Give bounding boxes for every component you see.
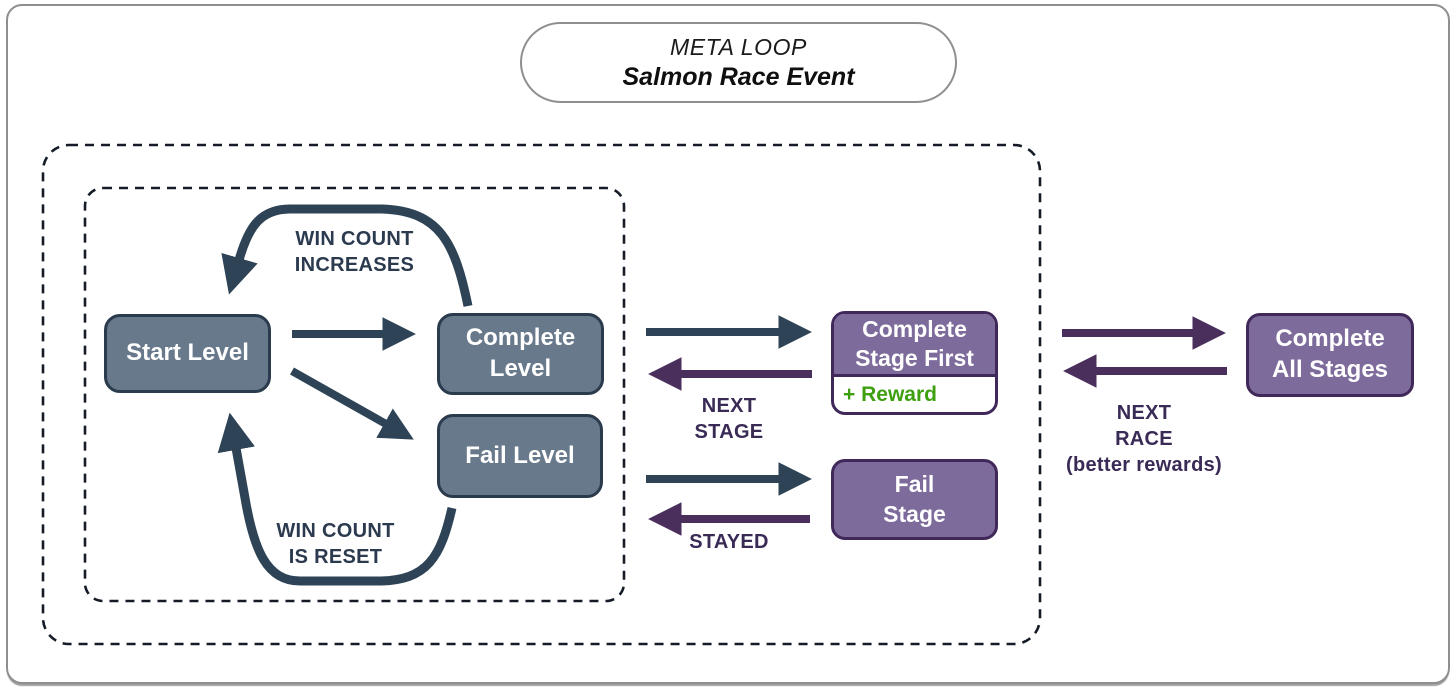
label-win-count-reset: WIN COUNT IS RESET [276, 520, 395, 568]
complete-stage-first-title: Complete Stage First [834, 314, 995, 377]
label-next-stage: NEXT STAGE [694, 395, 764, 443]
label-win-count-increases: WIN COUNT INCREASES [294, 228, 415, 276]
node-start-level: Start Level [104, 314, 271, 393]
title-event-name: Salmon Race Event [622, 62, 855, 91]
label-next-race: NEXT RACE (better rewards) [1066, 402, 1222, 476]
label-stayed: STAYED [689, 531, 769, 553]
title-pill: META LOOP Salmon Race Event [520, 22, 957, 103]
node-complete-level: Complete Level [437, 313, 604, 395]
node-fail-stage: Fail Stage [831, 459, 998, 540]
reward-text: + Reward [843, 382, 937, 406]
title-meta-loop: META LOOP [669, 33, 808, 60]
node-complete-stage-first: Complete Stage First + Reward [831, 311, 998, 415]
node-complete-all-stages: Complete All Stages [1246, 313, 1414, 397]
node-fail-level: Fail Level [437, 414, 603, 498]
